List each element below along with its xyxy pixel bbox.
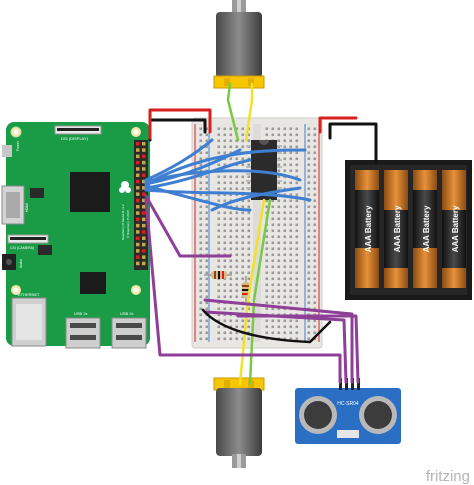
gpio-pin bbox=[136, 230, 140, 234]
gpio-pin bbox=[142, 236, 146, 240]
gpio-pin bbox=[136, 167, 140, 171]
wire-purple bbox=[144, 198, 342, 384]
pi-label-ethernet: ETHERNET bbox=[18, 292, 40, 297]
gpio-pin bbox=[142, 211, 146, 215]
wire-purple bbox=[203, 298, 354, 384]
battery-pack: AAA Battery AAA Battery AAA Battery AAA … bbox=[345, 160, 472, 300]
wire-blue bbox=[210, 186, 302, 212]
wire-black bbox=[201, 308, 332, 344]
watermark-text: fritzing bbox=[426, 468, 470, 485]
pi-label-power: Power bbox=[16, 140, 20, 151]
wire-yellow bbox=[244, 82, 254, 142]
pi-label-hdmi: HDMI bbox=[25, 203, 29, 212]
wire-blue bbox=[144, 188, 312, 202]
gpio-pin bbox=[136, 142, 140, 146]
gpio-pin bbox=[142, 205, 146, 209]
wire-red bbox=[148, 108, 212, 140]
gpio-pin bbox=[142, 249, 146, 253]
pi-label-usb-right: USB 2x bbox=[120, 311, 134, 316]
gpio-pin bbox=[136, 160, 140, 165]
gpio-pin bbox=[142, 217, 146, 222]
gpio-pin bbox=[142, 160, 146, 165]
pi-label-audio: Audio bbox=[19, 259, 23, 268]
gpio-pin bbox=[142, 142, 146, 146]
battery-cell-label: AAA Battery bbox=[451, 205, 460, 252]
pi-label-csi: CSI (CAMERA) bbox=[10, 246, 34, 250]
gpio-pin bbox=[136, 198, 140, 203]
fritzing-watermark: fritzing bbox=[426, 468, 470, 485]
dc-motor-bottom bbox=[213, 377, 265, 468]
gpio-pin bbox=[142, 192, 146, 196]
gpio-pin bbox=[142, 148, 146, 152]
gpio-pin bbox=[136, 242, 140, 247]
gpio-pin bbox=[136, 173, 140, 177]
gpio-pin bbox=[142, 198, 146, 203]
gpio-pin bbox=[142, 261, 146, 266]
gpio-pin bbox=[142, 230, 146, 234]
gpio-pin bbox=[136, 154, 140, 159]
ultrasonic-sensor: HC-SR04 bbox=[295, 378, 401, 444]
gpio-pin bbox=[136, 186, 140, 190]
gpio-pin bbox=[136, 211, 140, 215]
pi-label-usb-left: USB 2x bbox=[74, 311, 88, 316]
wire-purple bbox=[144, 194, 232, 258]
gpio-header bbox=[136, 142, 146, 266]
gpio-pin bbox=[136, 148, 140, 152]
battery-cell-label: AAA Battery bbox=[364, 205, 373, 252]
wire-blue bbox=[144, 138, 214, 182]
wire-purple bbox=[236, 314, 360, 384]
gpio-pin bbox=[142, 242, 146, 247]
wire-blue bbox=[144, 169, 302, 184]
gpio-pin bbox=[142, 223, 146, 228]
wire-red bbox=[318, 116, 358, 134]
wire-black bbox=[328, 122, 378, 164]
raspberry-pi-board: DSI (DISPLAY) Power HDMI CSI (CAMERA) Au… bbox=[1, 122, 150, 349]
wire-green bbox=[226, 82, 240, 142]
gpio-pin bbox=[142, 167, 146, 171]
gpio-pin bbox=[136, 223, 140, 228]
gpio-pin bbox=[136, 255, 140, 259]
dc-motor-top bbox=[213, 0, 265, 89]
wire-blue bbox=[148, 148, 307, 184]
gpio-pin bbox=[136, 217, 140, 222]
pi-label-dsi: DSI (DISPLAY) bbox=[61, 136, 89, 141]
gpio-pin bbox=[136, 192, 140, 196]
gpio-pin bbox=[136, 236, 140, 240]
sensor-model-label: HC-SR04 bbox=[337, 401, 359, 407]
wires bbox=[144, 82, 378, 386]
gpio-pin bbox=[142, 255, 146, 259]
battery-cell-label: AAA Battery bbox=[393, 205, 402, 252]
resistor bbox=[204, 271, 232, 279]
gpio-pin bbox=[136, 179, 140, 184]
pi-model-text: Raspberry Pi Model B v1.2 bbox=[121, 204, 125, 240]
pi-copyright-text: © Raspberry Pi 2015 bbox=[126, 210, 130, 238]
gpio-pin bbox=[142, 154, 146, 159]
gpio-pin bbox=[142, 179, 146, 184]
gpio-pin bbox=[136, 249, 140, 253]
gpio-pin bbox=[142, 173, 146, 177]
gpio-pin bbox=[142, 186, 146, 190]
battery-cell-label: AAA Battery bbox=[422, 205, 431, 252]
raspberry-logo-icon bbox=[119, 181, 131, 193]
gpio-pin bbox=[136, 261, 140, 266]
gpio-pin bbox=[136, 205, 140, 209]
